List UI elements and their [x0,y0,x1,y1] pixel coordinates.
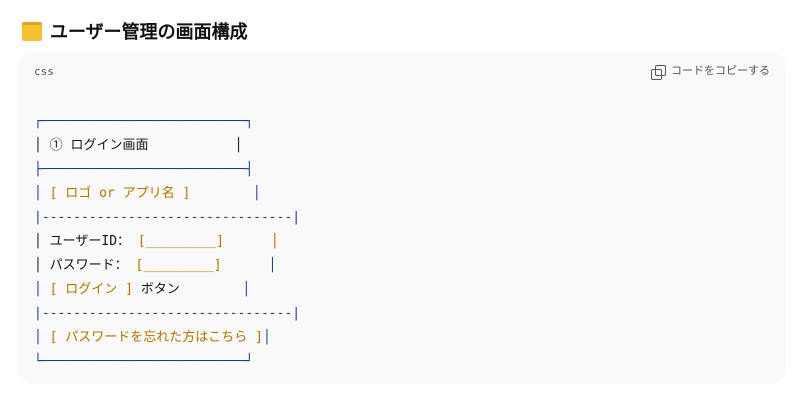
code-token: │ [34,282,50,297]
code-content: ┌──────────────────────────┐ │ ① ログイン画面 │… [34,110,300,374]
section-heading: ユーザー管理の画面構成 [22,18,248,44]
code-line: │ ユーザーID： [_________] │ [34,230,300,254]
code-token: ├──────────────────────────┤ [34,162,254,177]
code-token: │ パスワード： [34,258,136,273]
code-line: ├──────────────────────────┤ [34,158,300,182]
code-line: ┌──────────────────────────┐ [34,110,300,134]
code-token: │ [221,258,277,273]
code-line: │ ① ログイン画面 │ [34,134,300,158]
code-token: │ [223,234,279,249]
code-token: │ [190,186,261,201]
code-line: |--------------------------------| [34,206,300,230]
code-line: │ パスワード： [_________] │ [34,254,300,278]
code-token: │ [34,330,50,345]
code-token: |--------------------------------| [34,306,301,321]
code-language-label: css [34,65,54,78]
code-token: [ ログイン ] [49,282,133,297]
copy-code-button[interactable]: コードをコピーする [651,62,770,80]
code-block: css コードをコピーする ┌─────────────────────────… [18,52,786,384]
code-token: │ [34,186,50,201]
section-title: ユーザー管理の画面構成 [50,22,248,43]
folder-icon [22,21,42,41]
code-token: [ ロゴ or アプリ名 ] [49,186,191,201]
code-token: └──────────────────────────┘ [34,354,254,369]
code-token: ボタン [132,282,180,297]
code-token: [_________] [137,234,224,249]
copy-code-label: コードをコピーする [671,64,770,77]
code-line: │ [ ロゴ or アプリ名 ] │ [34,182,300,206]
code-token: │ ① ログイン画面 │ [34,138,243,153]
code-token: |--------------------------------| [34,210,301,225]
copy-icon [651,64,666,80]
code-token: ┌──────────────────────────┐ [34,114,254,129]
code-line: |--------------------------------| [34,302,300,326]
code-token: │ [262,330,271,345]
code-line: └──────────────────────────┘ [34,350,300,374]
code-token: │ ユーザーID： [34,234,138,249]
code-token: │ [179,282,251,297]
code-line: │ [ パスワードを忘れた方はこちら ]│ [34,326,300,350]
code-token: [_________] [135,258,222,273]
code-line: │ [ ログイン ] ボタン │ [34,278,300,302]
code-token: [ パスワードを忘れた方はこちら ] [49,330,263,345]
